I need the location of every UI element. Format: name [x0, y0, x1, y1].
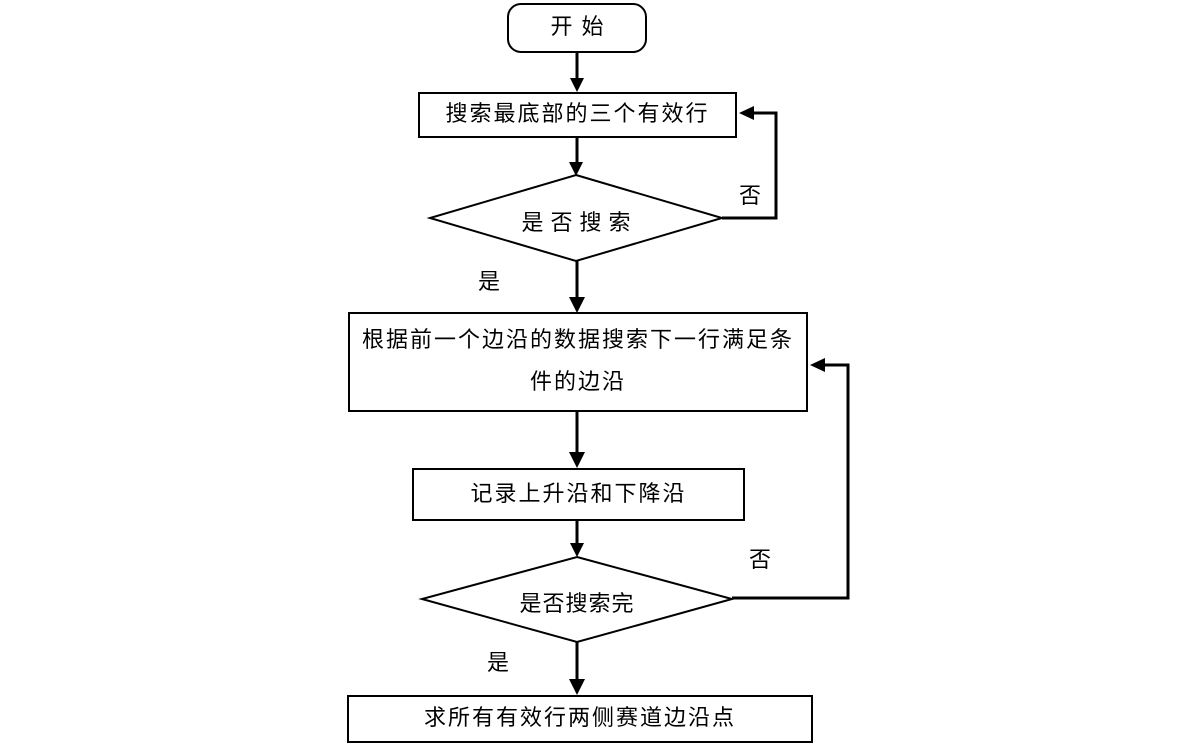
- arrowhead-left-2: [810, 358, 825, 372]
- branch-label-done-no: 否: [749, 548, 772, 573]
- start-node: 开始: [507, 3, 647, 53]
- arrowhead-down-1: [570, 78, 584, 92]
- process-search-bottom-node: 搜索最底部的三个有效行: [418, 92, 737, 138]
- process-record-edges-label: 记录上升沿和下降沿: [470, 481, 687, 507]
- branch-label-searched-yes: 是: [478, 270, 501, 295]
- process-search-next-node: 根据前一个边沿的数据搜索下一行满足条件的边沿: [348, 312, 808, 412]
- arrowhead-down-3: [569, 297, 585, 313]
- arrowhead-down-5: [570, 543, 584, 557]
- edge-search-done-no-loop: [732, 363, 850, 600]
- process-edge-points-label: 求所有有效行两侧赛道边沿点: [423, 706, 736, 732]
- start-node-label: 开始: [550, 15, 613, 41]
- process-edge-points-node: 求所有有效行两侧赛道边沿点: [347, 695, 813, 743]
- branch-label-done-yes: 是: [487, 651, 510, 676]
- arrowhead-left-1: [739, 106, 754, 120]
- process-record-edges-node: 记录上升沿和下降沿: [412, 468, 745, 521]
- branch-label-searched-no: 否: [739, 184, 762, 209]
- process-search-next-label: 根据前一个边沿的数据搜索下一行满足条件的边沿: [362, 328, 795, 395]
- edge-searched-no-loop: [722, 111, 778, 220]
- arrowhead-down-6: [569, 679, 585, 695]
- decision-searched-label: 是否搜索: [521, 211, 638, 236]
- decision-searched-shape: [426, 173, 726, 263]
- arrowhead-down-4: [569, 452, 585, 468]
- arrowhead-down-2: [569, 162, 583, 176]
- decision-search-done-shape: [418, 555, 736, 644]
- process-search-bottom-label: 搜索最底部的三个有效行: [445, 102, 710, 128]
- decision-search-done-label: 是否搜索完: [519, 592, 635, 617]
